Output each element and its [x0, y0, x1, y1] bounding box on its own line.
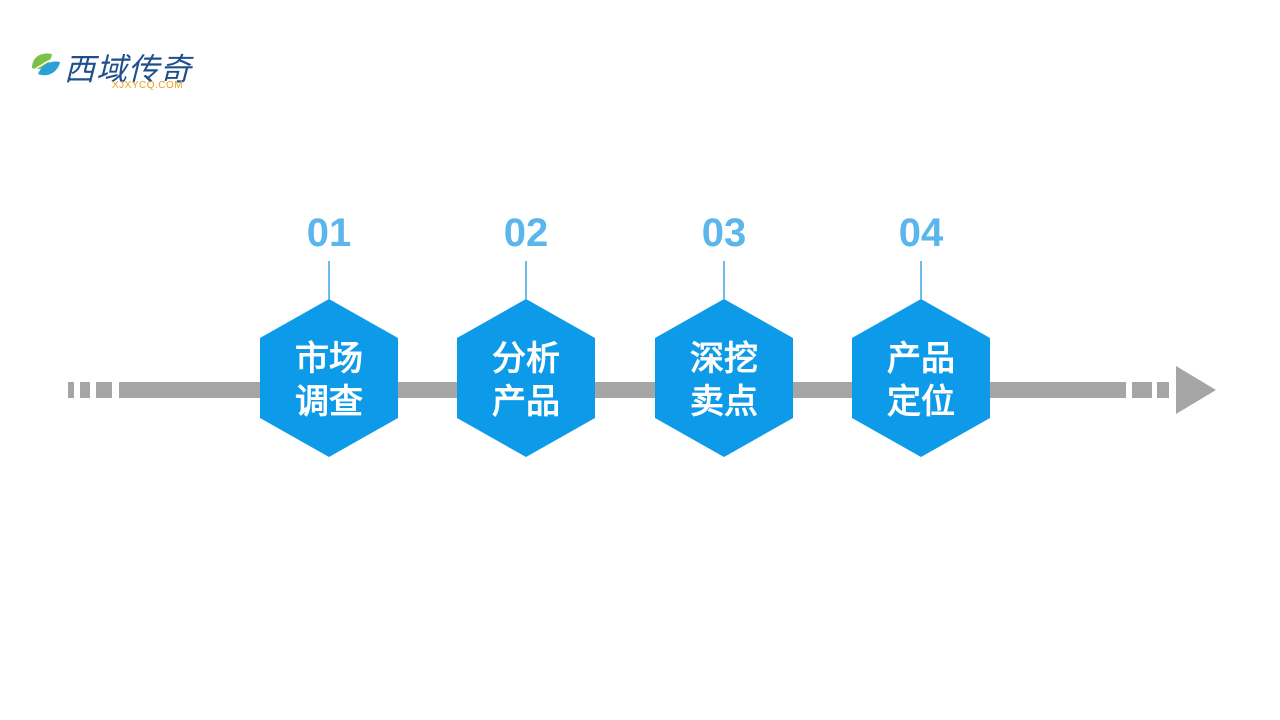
arrow-dash	[68, 382, 74, 398]
arrow-dash	[80, 382, 90, 398]
step-label-line2: 调查	[295, 382, 363, 422]
step-label-line2: 产品	[492, 382, 560, 422]
arrow-head	[1176, 366, 1216, 414]
step-number: 01	[307, 211, 352, 255]
step-hexagon	[457, 299, 595, 457]
logo: 西域传奇 XJXYCQ.COM	[28, 44, 228, 96]
step-number: 02	[504, 211, 549, 255]
step-label-line1: 市场	[295, 339, 363, 379]
step-label-line1: 深挖	[690, 339, 758, 379]
leaf-icon	[32, 53, 60, 76]
arrow-dash	[1157, 382, 1169, 398]
step-label-line1: 分析	[492, 339, 560, 379]
arrow-dash	[1132, 382, 1152, 398]
step-hexagon	[655, 299, 793, 457]
logo-name: 西域传奇	[64, 52, 192, 88]
arrow-dash	[96, 382, 112, 398]
step-hexagon	[852, 299, 990, 457]
step-label-line2: 卖点	[690, 382, 758, 422]
step-hexagon	[260, 299, 398, 457]
step-number: 03	[702, 211, 747, 255]
step-number: 04	[899, 211, 944, 255]
step-label-line2: 定位	[887, 382, 955, 422]
step-label-line1: 产品	[887, 339, 955, 379]
timeline-arrow	[68, 366, 1216, 414]
logo-url: XJXYCQ.COM	[112, 80, 184, 91]
